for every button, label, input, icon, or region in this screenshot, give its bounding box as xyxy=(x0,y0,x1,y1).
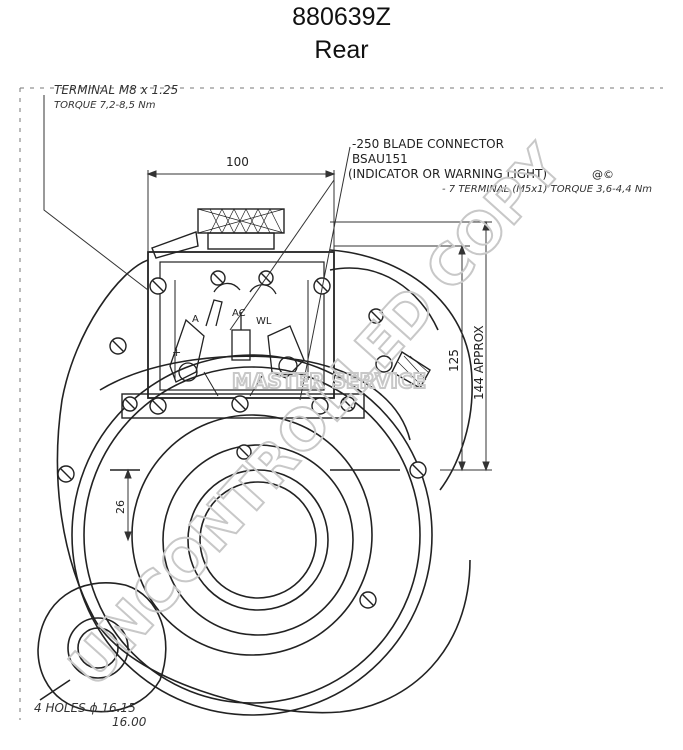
dimension-lines xyxy=(43,95,492,542)
mounting-lug xyxy=(37,582,167,713)
drawing-frame-lines xyxy=(19,87,663,720)
terminal-studs xyxy=(169,282,305,397)
dimension-26: 26 xyxy=(114,500,127,514)
terminal-label-ac: AC xyxy=(232,308,246,319)
part-number-title: 880639Z xyxy=(292,3,391,31)
terminal-label-plus: + xyxy=(172,346,181,359)
dimension-144-approx: 144 APPROX xyxy=(472,325,486,400)
side-terminal xyxy=(375,350,431,389)
alternator-body xyxy=(56,249,473,716)
knurled-cap xyxy=(151,208,285,259)
view-label: Rear xyxy=(314,36,369,64)
screws xyxy=(57,270,427,609)
holes-note-line1: 4 HOLES ϕ 16.15 xyxy=(34,701,136,715)
dimension-125: 125 xyxy=(447,349,461,372)
blade-note-line1: -250 BLADE CONNECTOR xyxy=(352,137,504,151)
blade-note-line3: (INDICATOR OR WARNING LIGHT) xyxy=(348,167,547,181)
terminal-torque-note: - 7 TERMINAL (M5x1) TORQUE 3,6-4,4 Nm xyxy=(442,184,652,195)
blade-note-line2: BSAU151 xyxy=(352,152,408,166)
terminal-note-line1: TERMINAL M8 x 1.25 xyxy=(54,83,178,97)
dimension-100: 100 xyxy=(226,155,249,169)
terminal-label-a: A xyxy=(192,314,199,325)
holes-note-line2: 16.00 xyxy=(112,715,147,729)
blade-note-code: @© xyxy=(592,168,614,181)
terminal-label-wl: WL xyxy=(256,316,272,327)
terminal-note-line2: TORQUE 7,2-8,5 Nm xyxy=(54,100,156,111)
watermark-small-text: MASTER SERVICE xyxy=(232,369,426,393)
